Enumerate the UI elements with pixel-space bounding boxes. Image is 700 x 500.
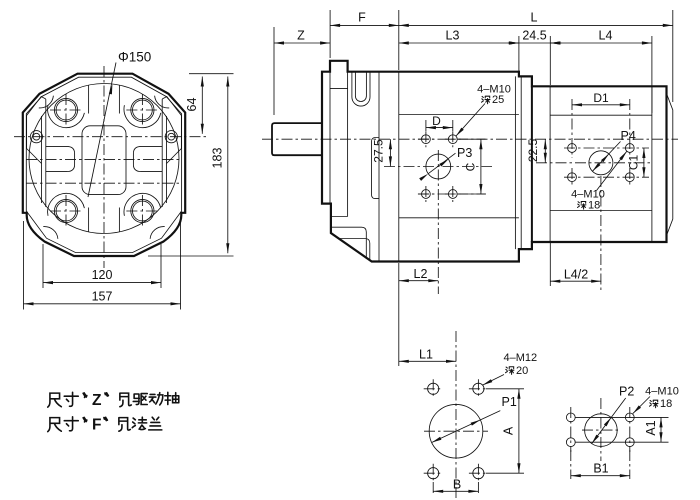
svg-text:20: 20 bbox=[516, 365, 528, 377]
svg-text:25: 25 bbox=[492, 94, 504, 106]
svg-text:157: 157 bbox=[92, 289, 113, 303]
svg-text:B: B bbox=[453, 477, 461, 491]
svg-text:C1: C1 bbox=[627, 155, 641, 171]
svg-text:L: L bbox=[531, 11, 538, 25]
svg-text:D: D bbox=[432, 114, 441, 128]
svg-text:C: C bbox=[464, 162, 478, 171]
svg-text:24.5: 24.5 bbox=[522, 28, 546, 42]
svg-text:L2: L2 bbox=[414, 267, 428, 281]
svg-text:P3: P3 bbox=[457, 146, 472, 160]
svg-text:L4: L4 bbox=[599, 28, 613, 42]
svg-text:D1: D1 bbox=[593, 91, 609, 105]
svg-text:64: 64 bbox=[185, 98, 199, 112]
svg-text:120: 120 bbox=[92, 268, 113, 282]
svg-text:F: F bbox=[358, 11, 366, 25]
svg-text:Z: Z bbox=[92, 392, 102, 409]
svg-text:A: A bbox=[502, 426, 516, 435]
svg-text:A1: A1 bbox=[644, 420, 658, 435]
svg-text:27.5: 27.5 bbox=[371, 139, 385, 163]
svg-text:4–M10: 4–M10 bbox=[571, 188, 605, 200]
svg-text:18: 18 bbox=[660, 398, 672, 410]
svg-text:22.5: 22.5 bbox=[526, 138, 540, 162]
svg-text:B1: B1 bbox=[593, 462, 608, 476]
svg-text:18: 18 bbox=[588, 200, 600, 212]
svg-text:P4: P4 bbox=[621, 129, 636, 143]
svg-text:Z: Z bbox=[297, 28, 305, 42]
svg-text:L1: L1 bbox=[419, 347, 433, 361]
svg-text:P1: P1 bbox=[502, 395, 517, 409]
svg-text:L3: L3 bbox=[446, 28, 460, 42]
svg-text:F: F bbox=[92, 417, 101, 434]
svg-text:4–M10: 4–M10 bbox=[477, 83, 511, 95]
svg-text:L4/2: L4/2 bbox=[564, 267, 588, 281]
svg-text:183: 183 bbox=[211, 148, 225, 169]
svg-text:P2: P2 bbox=[619, 385, 634, 399]
svg-text:4–M12: 4–M12 bbox=[504, 352, 538, 364]
svg-text:Φ150: Φ150 bbox=[118, 50, 151, 65]
svg-text:4–M10: 4–M10 bbox=[645, 385, 679, 397]
